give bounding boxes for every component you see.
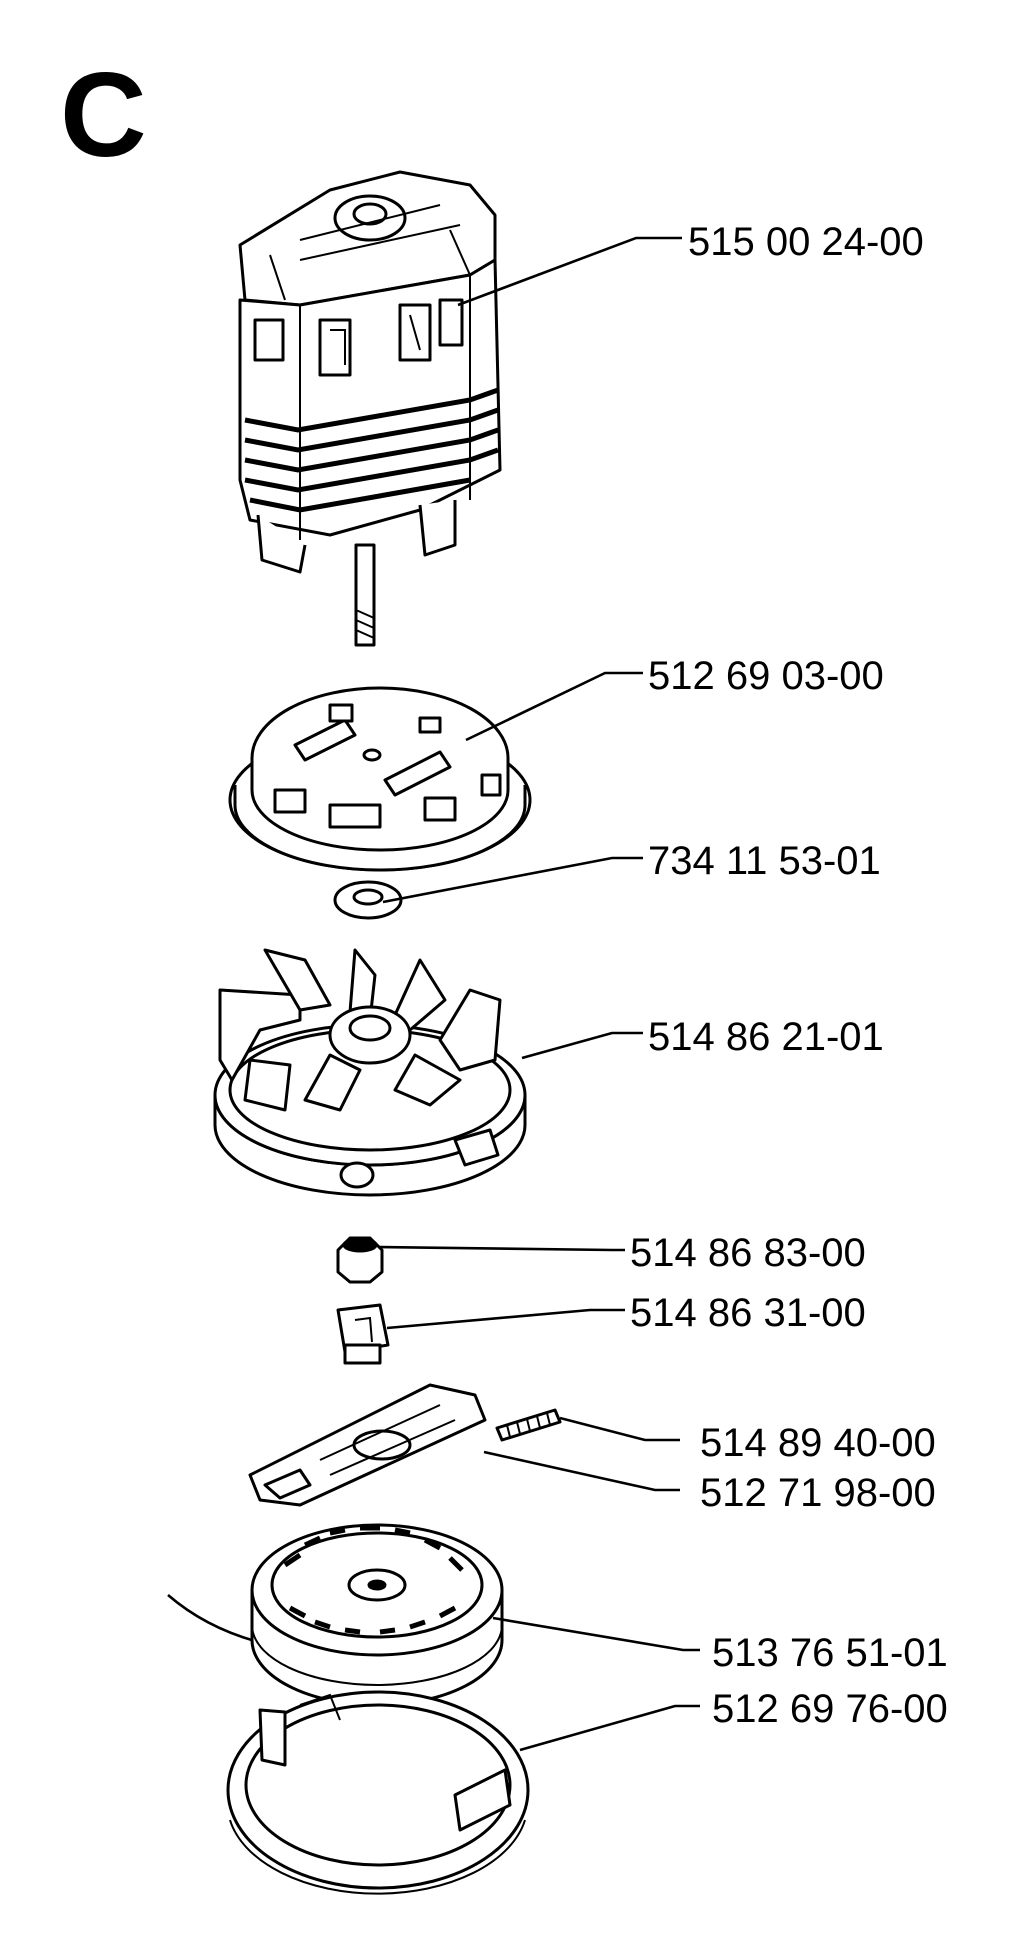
motor-drawing — [238, 170, 502, 647]
leader-512-69-03-00 — [465, 671, 643, 742]
bushing-drawing — [336, 1303, 390, 1365]
spool-cover-ring-drawing — [226, 1690, 530, 1895]
section-letter: C — [60, 48, 147, 182]
part-label: 514 89 40-00 — [700, 1421, 936, 1465]
nut-drawing — [336, 1236, 384, 1284]
part-label: 514 86 83-00 — [630, 1231, 866, 1275]
part-label: 514 86 21-01 — [648, 1015, 884, 1059]
fan-housing-drawing — [213, 948, 527, 1197]
leader-513-76-51-01 — [492, 1616, 700, 1652]
part-label: 514 86 31-00 — [630, 1291, 866, 1335]
spring-drawing — [495, 1408, 562, 1442]
leader-512-71-98-00 — [483, 1450, 680, 1492]
leader-514-89-40-00 — [559, 1416, 680, 1442]
motor-cover-plate-drawing — [228, 686, 532, 872]
part-label: 512 71 98-00 — [700, 1471, 936, 1515]
leader-512-69-76-00 — [519, 1704, 700, 1752]
leader-514-86-31-00 — [386, 1308, 625, 1330]
leader-lines — [379, 236, 700, 1752]
leader-514-86-83-00 — [379, 1245, 625, 1252]
leader-734-11-53-01 — [382, 856, 643, 904]
line-spool-drawing — [167, 1523, 504, 1707]
leader-514-86-21-01 — [521, 1031, 643, 1060]
part-label: 734 11 53-01 — [648, 839, 881, 883]
part-label: 515 00 24-00 — [688, 220, 924, 264]
part-label: 513 76 51-01 — [712, 1631, 948, 1675]
part-label: 512 69 03-00 — [648, 654, 884, 698]
part-labels: 515 00 24-00 512 69 03-00 734 11 53-01 5… — [630, 220, 948, 1731]
washer-drawing — [333, 880, 403, 920]
lever-drawing — [248, 1383, 487, 1507]
leader-515-00-24-00 — [457, 236, 682, 307]
part-label: 512 69 76-00 — [712, 1687, 948, 1731]
